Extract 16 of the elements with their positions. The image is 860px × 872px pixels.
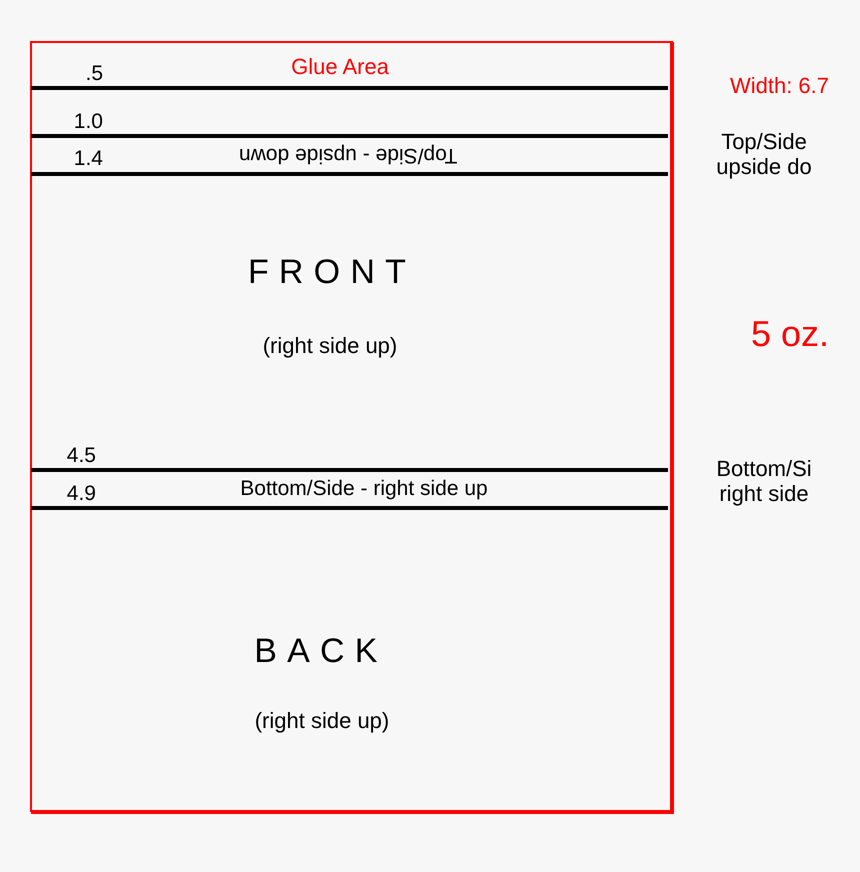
panel-title: FRONT: [248, 253, 416, 292]
side-note: Top/Side upside do: [715, 129, 813, 180]
orientation-note: (right side up): [254, 708, 390, 734]
measurement-label: 4.5: [66, 444, 96, 468]
panel-label: Top/Side - upside down: [238, 143, 458, 168]
orientation-note: (right side up): [262, 333, 398, 358]
measurement-label: 1.0: [74, 110, 103, 134]
area-label: Glue Area: [291, 54, 389, 80]
product-size: 5 oz.: [750, 313, 829, 354]
panel-label: Bottom/Side - right side up: [240, 477, 488, 502]
dimension-label: Width: 6.7: [730, 73, 829, 98]
measurement-label: 4.9: [66, 482, 96, 506]
measurement-label: 1.4: [74, 147, 103, 172]
side-note: Bottom/Si right side: [715, 456, 813, 507]
measurement-label: .5: [85, 62, 103, 86]
panel-title: BACK: [254, 632, 388, 672]
